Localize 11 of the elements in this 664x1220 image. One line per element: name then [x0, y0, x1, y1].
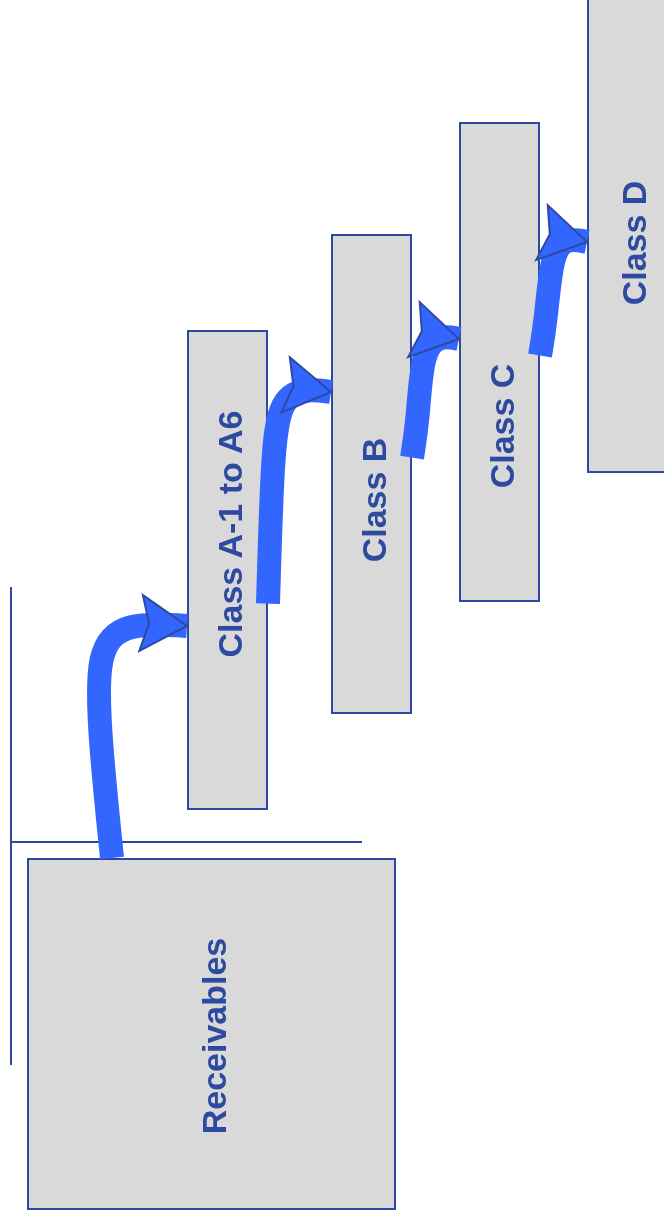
tranche-box — [187, 330, 268, 810]
asset-pool-box — [27, 858, 396, 1210]
curved-arrow — [86, 594, 189, 860]
box-label: Class D — [617, 180, 651, 306]
box-label: Class B — [356, 437, 391, 563]
box-label: Class A-1 to A6 — [212, 410, 247, 658]
tranche-box — [459, 122, 540, 602]
tranche-box — [331, 234, 412, 714]
box-label: Class C — [484, 364, 519, 489]
tranche-box — [587, 0, 664, 473]
box-label: Receivables — [196, 937, 231, 1135]
